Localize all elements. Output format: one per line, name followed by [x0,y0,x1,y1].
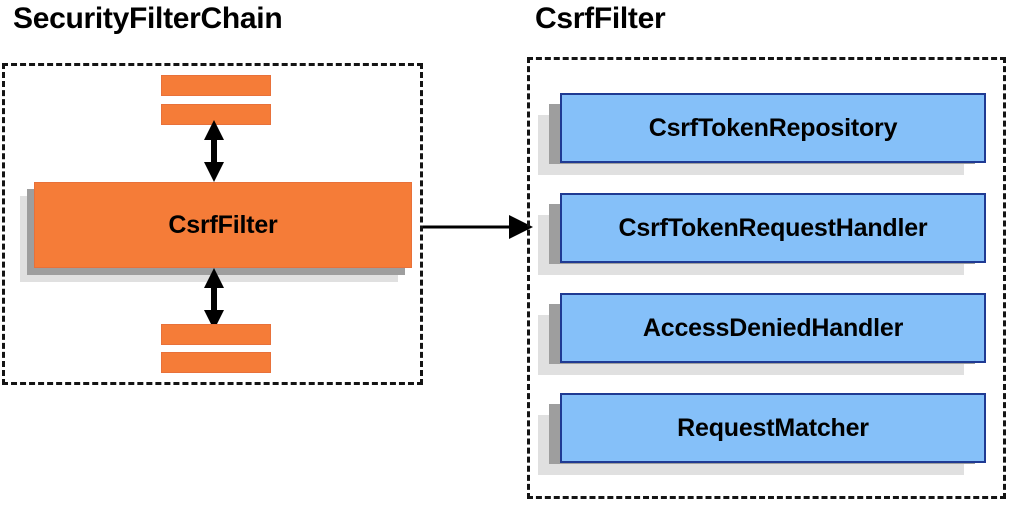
csrf-filter-collaborators-panel [527,57,1006,499]
csrf-filter-face: CsrfFilter [34,182,412,268]
bidirectional-arrow-icon-bottom [204,268,224,330]
collaborator-face: AccessDeniedHandler [560,293,986,363]
security-filter-chain-panel [2,63,423,385]
filter-stripe-bottom-2 [161,352,271,373]
collaborator-face: CsrfTokenRepository [560,93,986,163]
collaborator-box-access-denied-handler[interactable]: AccessDeniedHandler [538,293,986,375]
collaborator-label: CsrfTokenRequestHandler [618,213,928,242]
csrf-filter-label: CsrfFilter [168,210,278,239]
collaborator-face: RequestMatcher [560,393,986,463]
collaborator-box-request-matcher[interactable]: RequestMatcher [538,393,986,475]
collaborator-box-csrf-token-repository[interactable]: CsrfTokenRepository [538,93,986,175]
filter-stripe-bottom-1 [161,324,271,345]
collaborator-face: CsrfTokenRequestHandler [560,193,986,263]
panel-link-arrow-icon [423,215,533,239]
csrf-filter-box[interactable]: CsrfFilter [20,182,412,282]
bidirectional-arrow-icon-top [204,120,224,182]
collaborator-box-csrf-token-request-handler[interactable]: CsrfTokenRequestHandler [538,193,986,275]
collaborator-label: RequestMatcher [677,413,869,442]
collaborator-label: AccessDeniedHandler [642,313,904,342]
page-title-security-filter-chain: SecurityFilterChain [13,2,283,35]
collaborator-label: CsrfTokenRepository [648,113,898,142]
page-title-csrf-filter: CsrfFilter [535,2,666,35]
filter-stripe-top-1 [161,75,271,96]
